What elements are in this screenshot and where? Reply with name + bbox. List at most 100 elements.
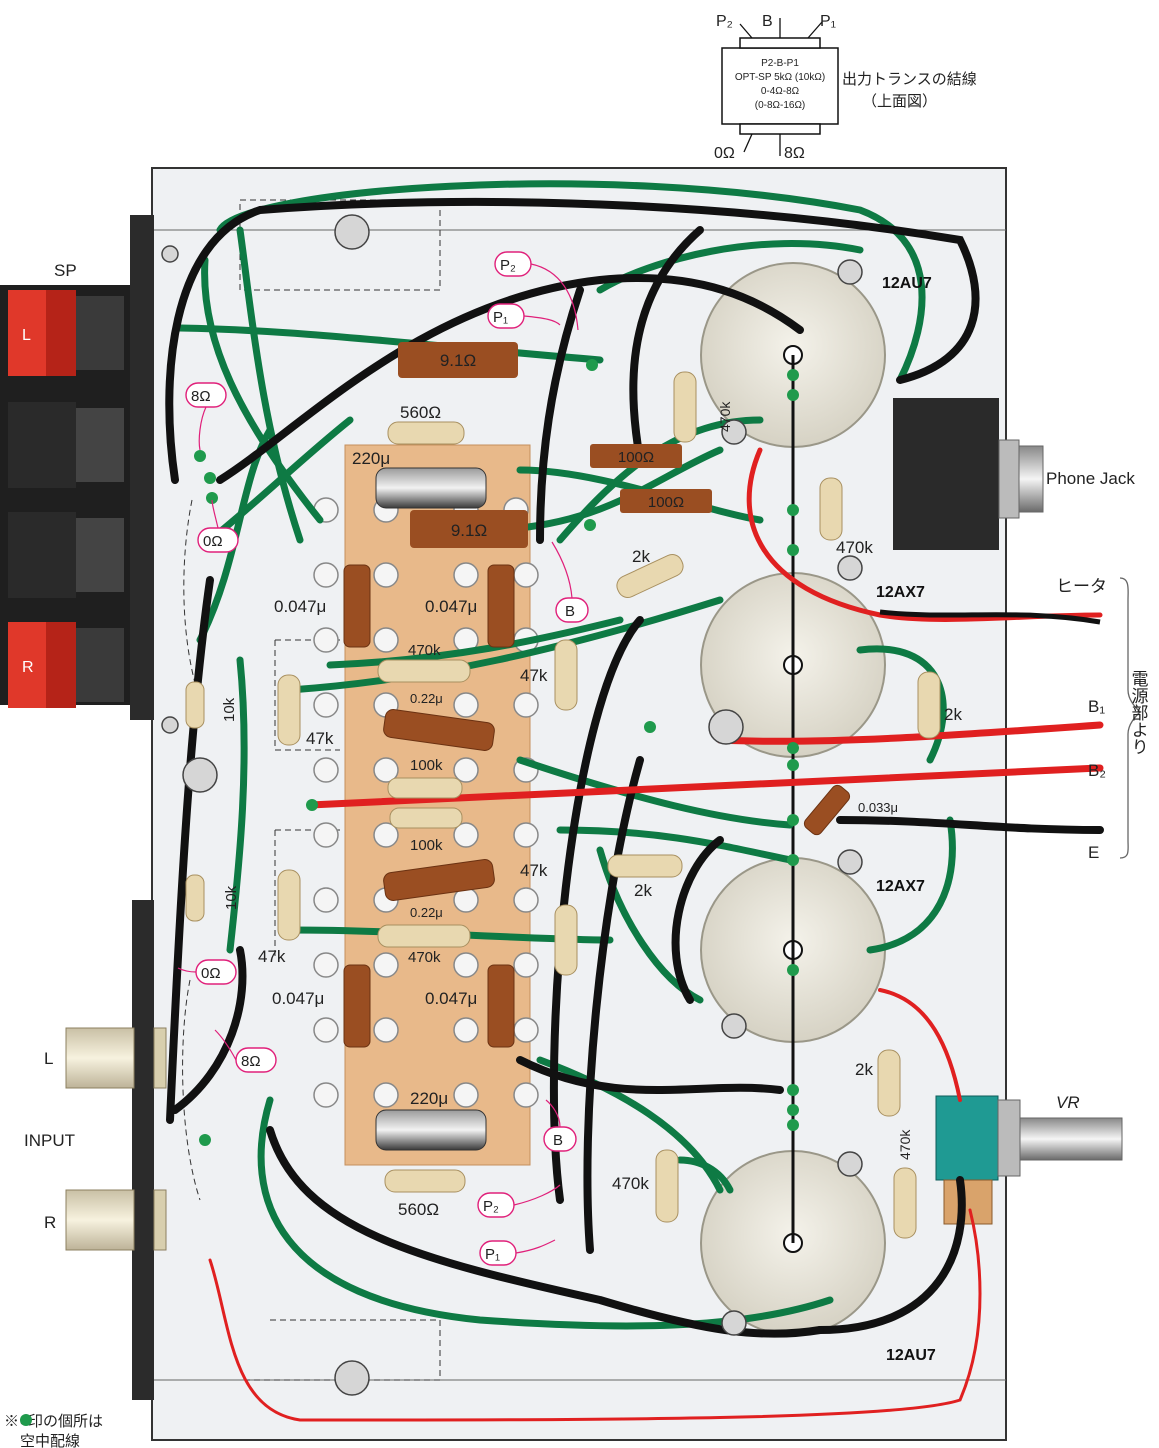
label-047-tl: 0.047μ [274,597,326,616]
tube-label-12au7-bottom: 12AU7 [886,1347,936,1364]
label-220-top: 220μ [352,449,390,468]
tag-0ohm-bot: 0Ω [201,965,221,982]
b2-label: B₂ [1088,761,1106,780]
label-470k-bot: 470k [408,949,441,966]
power-labels: ヒータ B₁ B₂ E 電源部より [1056,577,1148,862]
sp-terminal-l[interactable] [8,290,124,376]
sp-l-label: L [22,327,31,344]
tag-p2-bot: P₂ [483,1198,499,1215]
svg-text:9.1Ω: 9.1Ω [451,521,487,540]
label-47k-lb: 47k [258,947,286,966]
component-labels: 560Ω 560Ω 220μ 220μ 0.047μ 0.047μ 0.047μ… [221,401,962,1219]
label-2k-a: 2k [632,547,650,566]
resistor-100-a: 100Ω [590,444,682,468]
note-line-1: ※●印の個所は [4,1413,103,1430]
transformer-footprints [182,199,441,1381]
label-220-bot: 220μ [410,1089,448,1108]
e-label: E [1088,843,1099,862]
transformer-pin-b: B [762,13,773,30]
label-033: 0.033μ [858,800,898,815]
label-100k-top: 100k [410,757,443,774]
transformer-pin-p1: P₁ [820,13,836,30]
resistor-9-1-top: 9.1Ω [398,342,518,378]
label-022-top: 0.22μ [410,691,443,706]
tag-0ohm-top: 0Ω [203,533,223,550]
tag-8ohm-top: 8Ω [191,388,211,405]
input-l-label: L [44,1049,53,1068]
label-10k-bot: 10k [223,885,240,910]
label-470k-t4a: 470k [612,1174,649,1193]
svg-text:9.1Ω: 9.1Ω [440,351,476,370]
input-jack-l[interactable] [65,1027,167,1089]
tag-b-top: B [565,603,575,620]
transformer-pin-p2: P₂ [716,13,733,30]
red-wires [208,447,1104,1422]
tube-label-12ax7-upper: 12AX7 [876,584,925,601]
footnote: ※●印の個所は 空中配線 [4,1413,103,1448]
resistor-9-1-mid: 9.1Ω [410,510,528,548]
label-560-bot: 560Ω [398,1200,439,1219]
label-10k-top: 10k [221,697,238,722]
transformer-title: 出力トランスの結線 [842,71,977,88]
heater-label: ヒータ [1056,577,1107,596]
transformer-subtitle: （上面図） [862,93,937,110]
tag-p1-bot: P₁ [485,1246,500,1263]
label-47k-lt: 47k [306,729,334,748]
resistor-100-b: 100Ω [620,489,712,513]
label-022-bot: 0.22μ [410,905,443,920]
terminal-lugs [313,497,539,1108]
output-transformer-diagram: P2-B-P1 OPT-SP 5kΩ (10kΩ) 0-4Ω-8Ω (0-8Ω-… [714,13,977,162]
black-wires [165,197,1104,1338]
phone-jack-label: Phone Jack [1046,469,1135,488]
label-470k-t1b: 470k [836,538,873,557]
tag-p2-top: P₂ [500,257,516,274]
label-47k-rb: 47k [520,861,548,880]
heater-twist-black [879,609,1101,625]
sp-r-label: R [22,659,34,676]
tag-b-bot: B [553,1132,563,1149]
from-psu-label: 電源部より [1129,670,1149,755]
input-jack-r[interactable] [65,1189,167,1251]
callout-arrows [177,263,579,1254]
beige-resistors [185,371,941,1239]
svg-text:100Ω: 100Ω [648,494,684,511]
vr-label: VR [1056,1093,1080,1112]
transformer-line-3: 0-4Ω-8Ω [761,86,800,97]
note-line-2: 空中配線 [20,1433,80,1448]
label-470k-t1: 470k [717,401,733,432]
sp-terminal-black-2[interactable] [8,512,124,598]
svg-text:100Ω: 100Ω [618,449,654,466]
transformer-line-4: (0-8Ω-16Ω) [755,100,806,111]
callout-tags [185,251,589,1266]
phone-jack[interactable]: Phone Jack [893,398,1135,550]
sp-terminal-r[interactable] [8,622,124,708]
label-560-top: 560Ω [400,403,441,422]
transformer-line-2: OPT-SP 5kΩ (10kΩ) [735,72,825,83]
label-047-tr: 0.047μ [425,597,477,616]
label-2k-c: 2k [634,881,652,900]
label-2k-d: 2k [855,1060,873,1079]
tag-8ohm-bot: 8Ω [241,1053,261,1070]
input-r-label: R [44,1213,56,1232]
transformer-line-1: P2-B-P1 [761,58,799,69]
speaker-terminals: L R SP [0,215,154,720]
volume-pot[interactable]: VR [935,1093,1123,1225]
b1-label: B₁ [1088,697,1105,716]
tube-label-12au7-top: 12AU7 [882,275,932,292]
label-470k-top: 470k [408,642,441,659]
label-100k-bot: 100k [410,837,443,854]
film-caps [343,564,851,1048]
transformer-pin-8ohm: 8Ω [784,145,805,162]
label-47k-rt: 47k [520,666,548,685]
sp-label: SP [54,261,77,280]
input-label: INPUT [24,1131,75,1150]
label-470k-t4b: 470k [897,1129,913,1160]
sp-terminal-black-1[interactable] [8,402,124,488]
mounting-hardware [161,214,863,1396]
tube-label-12ax7-lower: 12AX7 [876,878,925,895]
label-047-bl: 0.047μ [272,989,324,1008]
label-2k-b: 2k [944,705,962,724]
transformer-pin-0ohm: 0Ω [714,145,735,162]
electrolytic-caps [375,467,487,1151]
